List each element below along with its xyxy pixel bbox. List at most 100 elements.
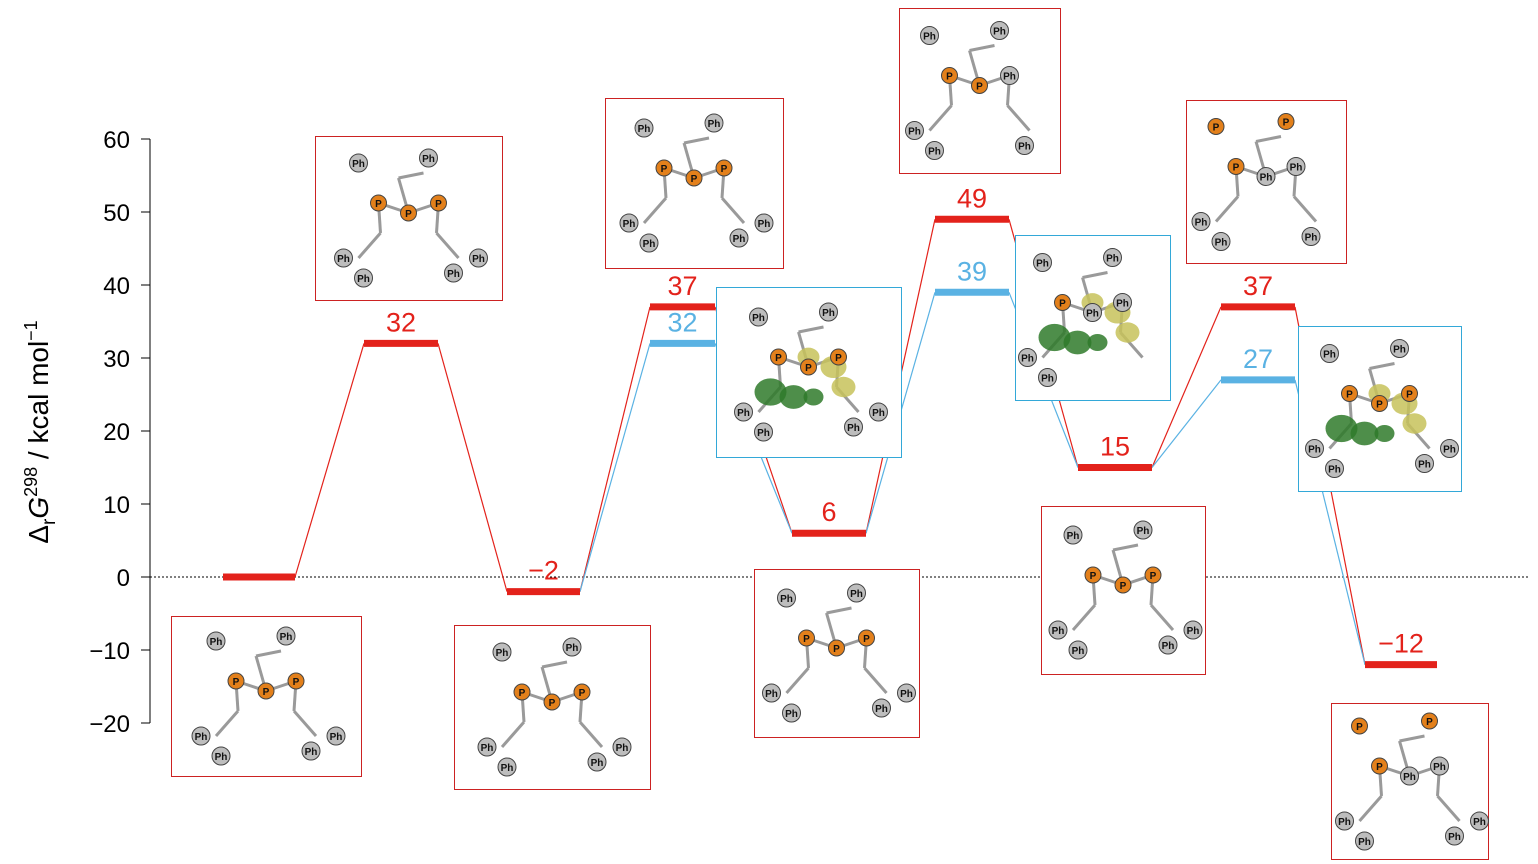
phosphorus-atom xyxy=(971,77,988,94)
phenyl-group xyxy=(191,726,211,746)
phenyl-group-label: Ph xyxy=(1036,259,1049,270)
orbital-lobe xyxy=(779,385,808,409)
phenyl-group-label: Ph xyxy=(1195,218,1208,229)
phenyl-group xyxy=(729,228,749,248)
phosphorus-atom-label: P xyxy=(519,688,526,699)
phenyl-group-label: Ph xyxy=(1162,641,1175,652)
phosphorus-atom xyxy=(828,639,845,657)
orbital-lobe xyxy=(1374,425,1395,442)
phenyl-group xyxy=(334,248,353,268)
phenyl-group-label: Ph xyxy=(566,643,579,654)
phosphorus-atom xyxy=(858,629,875,647)
phosphorus-atom-label: P xyxy=(293,677,300,688)
bond xyxy=(1399,734,1425,743)
phenyl-group xyxy=(925,141,944,160)
phenyl-group-label: Ph xyxy=(1215,238,1228,249)
phosphorus-atom-label: P xyxy=(1233,163,1240,174)
phenyl-group xyxy=(1033,253,1052,272)
phosphorus-atom xyxy=(513,683,531,701)
phenyl-group xyxy=(1470,811,1489,831)
phenyl-group xyxy=(301,741,321,761)
energy-levels xyxy=(223,215,1437,669)
phosphorus-atom xyxy=(1144,566,1162,584)
phenyl-group-label: Ph xyxy=(1021,354,1034,365)
phenyl-group-label: Ph xyxy=(1086,309,1099,320)
phenyl-group xyxy=(1355,831,1374,851)
phenyl-group-label: Ph xyxy=(847,423,860,434)
phenyl-group-label: Ph xyxy=(1106,254,1119,265)
phosphorus-atom xyxy=(941,67,958,84)
bond xyxy=(1149,604,1175,631)
y-tick-label: 60 xyxy=(103,127,130,154)
phenyl-group xyxy=(1440,439,1459,458)
phenyl-group-label: Ph xyxy=(908,127,921,138)
phenyl-group xyxy=(990,21,1009,40)
phosphorus-atom xyxy=(1084,566,1102,584)
phenyl-group xyxy=(754,422,773,442)
phenyl-group xyxy=(920,26,939,45)
phenyl-group-label: Ph xyxy=(1473,817,1486,828)
phenyl-group xyxy=(326,726,346,746)
connector-line xyxy=(579,343,651,592)
phosphorus-atom-label: P xyxy=(863,634,870,645)
phenyl-group xyxy=(1390,339,1409,358)
phosphorus-atom xyxy=(573,683,591,701)
bond xyxy=(292,710,318,737)
phenyl-group-label: Ph xyxy=(1041,374,1054,385)
y-tick-label: 30 xyxy=(103,346,130,373)
phosphorus-atom-label: P xyxy=(691,174,698,185)
energy-value-label: 27 xyxy=(1243,344,1273,374)
orbital-lobe xyxy=(1038,323,1071,352)
phosphorus-atom-label: P xyxy=(549,698,556,709)
phosphorus-atom-label: P xyxy=(976,82,983,93)
phenyl-group xyxy=(1286,157,1306,176)
phenyl-group-label: Ph xyxy=(872,408,885,419)
phenyl-group xyxy=(211,746,231,766)
connector-line xyxy=(579,306,651,592)
phenyl-group-label: Ph xyxy=(422,154,435,165)
y-axis-label: ΔrG298 / kcal mol−1 xyxy=(21,320,60,543)
phosphorus-atom-label: P xyxy=(375,199,382,210)
phenyl-group xyxy=(1038,368,1057,387)
phenyl-group xyxy=(639,233,659,253)
phosphorus-atom xyxy=(227,672,245,690)
phenyl-group-label: Ph xyxy=(708,119,721,130)
phenyl-group xyxy=(477,737,497,757)
phosphorus-atom-label: P xyxy=(405,209,412,220)
energy-value-label: 32 xyxy=(667,307,697,337)
phenyl-group xyxy=(1191,212,1211,231)
phenyl-group xyxy=(749,307,768,327)
phosphorus-atom-label: P xyxy=(946,72,953,83)
phenyl-group-label: Ph xyxy=(591,758,604,769)
phenyl-group xyxy=(1015,136,1034,155)
phenyl-group xyxy=(734,402,753,422)
phenyl-group-label: Ph xyxy=(481,743,494,754)
phosphorus-atom-label: P xyxy=(1356,722,1363,733)
bond xyxy=(826,606,852,615)
phenyl-group-label: Ph xyxy=(280,632,293,643)
phenyl-group xyxy=(1158,635,1178,655)
phenyl-group xyxy=(754,213,774,233)
y-tick-label: 50 xyxy=(103,200,130,227)
phenyl-group xyxy=(354,268,373,288)
bond xyxy=(683,136,710,145)
phosphorus-atom xyxy=(1371,757,1388,775)
phenyl-group xyxy=(1133,520,1153,540)
bond xyxy=(398,171,424,180)
bond xyxy=(578,721,604,748)
phenyl-group-label: Ph xyxy=(472,254,485,265)
phenyl-group xyxy=(562,637,582,657)
phosphorus-atom xyxy=(1114,576,1132,594)
phenyl-group xyxy=(872,698,891,718)
phenyl-group xyxy=(847,583,866,603)
bond xyxy=(1006,104,1031,132)
phenyl-group xyxy=(1018,348,1037,367)
phosphorus-atom-label: P xyxy=(1406,390,1413,401)
phosphorus-atom-label: P xyxy=(1150,571,1157,582)
phenyl-group-label: Ph xyxy=(1116,299,1129,310)
phosphorus-atom-label: P xyxy=(1283,118,1290,129)
